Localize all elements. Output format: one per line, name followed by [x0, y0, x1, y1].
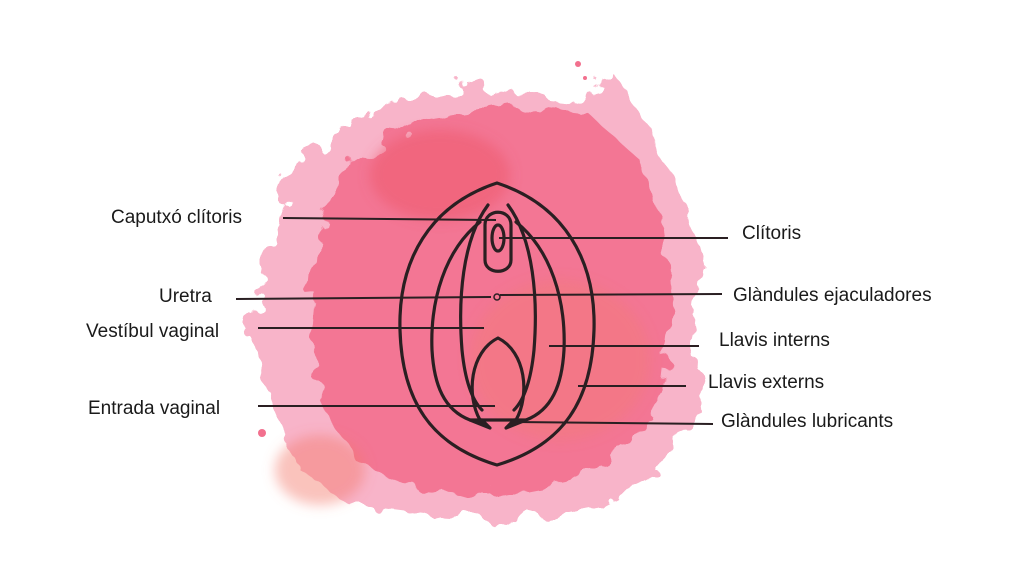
vaginal-opening — [470, 336, 526, 422]
inner-labia-left — [430, 220, 482, 422]
splash-warm-spot — [470, 280, 650, 440]
label-clitoris: Clítoris — [742, 223, 802, 244]
splash-hot-spot — [370, 130, 510, 220]
splash-drip — [583, 76, 587, 80]
splash-drip — [575, 61, 581, 67]
label-entrada-vaginal: Entrada vaginal — [88, 398, 221, 419]
label-llavis-externs: Llavis externs — [708, 372, 825, 393]
label-glandules-ejaculadores: Glàndules ejaculadores — [733, 285, 932, 306]
leader-glandules-ejac — [499, 293, 723, 296]
watercolor-splash — [250, 61, 700, 520]
outer-labia-shape — [398, 181, 596, 467]
leader-lines — [235, 217, 728, 425]
label-uretra: Uretra — [159, 286, 212, 307]
leader-glandules-lub — [514, 421, 714, 425]
label-llavis-interns: Llavis interns — [719, 330, 830, 351]
splash-warm-spot-bottom — [275, 435, 365, 505]
lubricant-gland-left — [468, 418, 492, 430]
splash-drip — [258, 429, 266, 437]
inner-labia-right — [514, 220, 566, 422]
leader-caputxo — [282, 217, 497, 221]
label-caputxo-clitoris: Caputxó clítoris — [111, 207, 242, 228]
leader-uretra — [235, 296, 492, 300]
anatomy-outline — [398, 181, 596, 467]
urethra-opening — [493, 293, 501, 301]
label-glandules-lubricants: Glàndules lubricants — [721, 411, 894, 432]
label-vestibul-vaginal: Vestíbul vaginal — [86, 321, 220, 342]
clitoral-hood — [483, 210, 513, 273]
